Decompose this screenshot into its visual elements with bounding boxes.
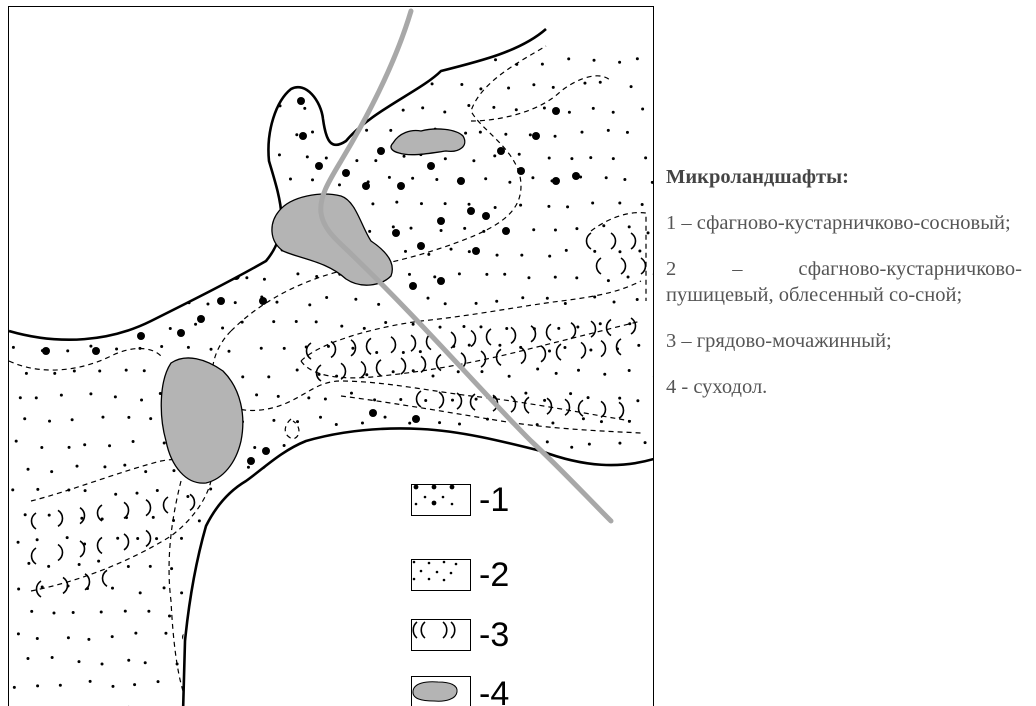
caption-item-1: 1 – сфагново-кустарничково-сосновый; <box>666 212 1011 234</box>
legend-box-4 <box>411 676 471 706</box>
map-frame: -1 -2 -3 -4 <box>8 6 654 706</box>
caption-item-4: 4 - суходол. <box>666 376 768 398</box>
legend-label-1: -1 <box>479 481 510 519</box>
landscape-map <box>9 8 653 706</box>
caption-item-3: 3 – грядово-мочажинный; <box>666 330 892 352</box>
legend-label-4: -4 <box>479 675 510 706</box>
caption-title: Микроландшафты: <box>666 166 849 188</box>
ridge-hollow-pattern <box>30 232 647 598</box>
legend-label-3: -3 <box>479 616 510 654</box>
legend-label-2: -2 <box>479 556 510 594</box>
legend-box-1 <box>411 484 471 516</box>
legend-caption: Микроландшафты: 1 – сфагново-кустарничко… <box>666 164 1022 420</box>
dry-land-patch-north <box>390 128 466 156</box>
transect-line <box>318 8 614 524</box>
legend-box-3 <box>411 619 471 651</box>
microlandscape-boundaries <box>9 45 647 692</box>
dry-land-patch-west <box>160 357 244 484</box>
legend-box-2 <box>411 559 471 591</box>
bog-boundary-north <box>9 28 547 342</box>
cottongrass-pattern <box>11 55 653 706</box>
dry-land-patch-central <box>271 193 393 286</box>
caption-item-2: 2 – сфагново-кустарничково-пушицевый, об… <box>666 258 1022 306</box>
